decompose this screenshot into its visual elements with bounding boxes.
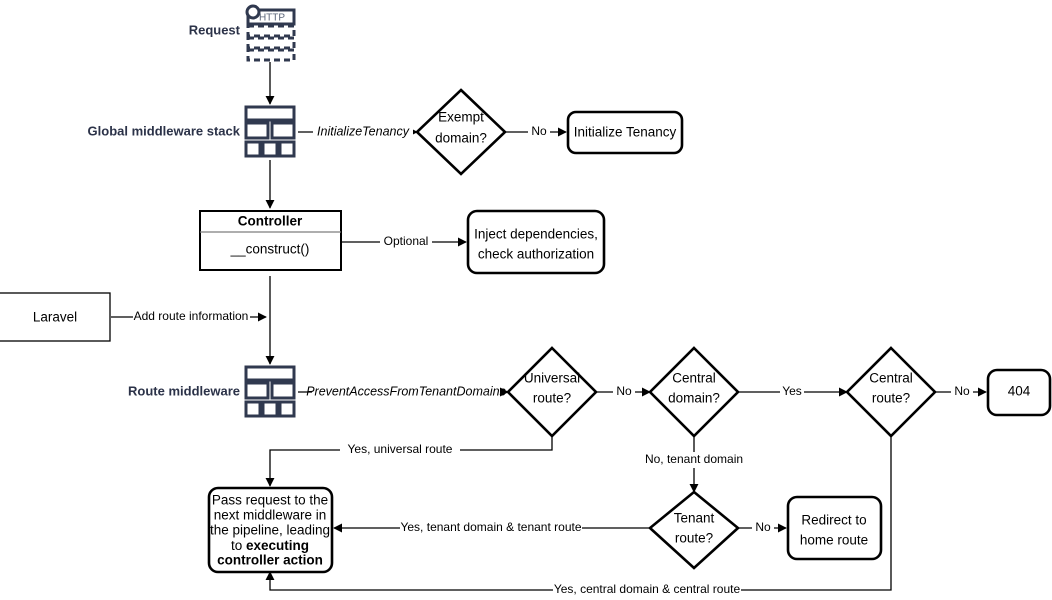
lane-label-request: Request [189, 22, 241, 37]
node-pass-request[interactable]: Pass request to the next middleware in t… [207, 486, 334, 574]
node-pass-request-line1: Pass request to the [212, 493, 328, 508]
node-central-domain-line2: domain? [668, 391, 720, 406]
http-request-icon: HTTP [245, 4, 296, 62]
node-inject-dependencies-line2: check authorization [478, 247, 594, 262]
node-central-route[interactable]: Central route? [845, 346, 937, 438]
node-inject-dependencies[interactable]: Inject dependencies, check authorization [466, 209, 606, 275]
edge-label-initialize-tenancy-mw: InitializeTenancy [317, 124, 410, 138]
node-tenant-route-line1: Tenant [674, 511, 715, 526]
node-central-domain[interactable]: Central domain? [648, 346, 740, 438]
edge-label-central-domain-no-tenant: No, tenant domain [645, 452, 743, 466]
node-central-route-line1: Central [869, 371, 913, 386]
edge-label-laravel-add-route-info: Add route information [134, 309, 249, 323]
node-pass-request-line4: to executing [231, 538, 309, 553]
edge-label-tenant-route-no: No [755, 520, 771, 534]
edge-label-central-domain-yes: Yes [782, 384, 802, 398]
lane-labels: Request Global middleware stack Route mi… [88, 22, 241, 398]
edge-label-central-route-yes: Yes, central domain & central route [554, 582, 741, 596]
middleware-stack-icon-global [244, 105, 296, 158]
node-controller-body: __construct() [230, 242, 310, 257]
node-inject-dependencies-line1: Inject dependencies, [474, 227, 598, 242]
node-pass-request-line2: next middleware in [214, 508, 327, 523]
node-universal-route-line1: Universal [524, 371, 580, 386]
node-controller[interactable]: Controller __construct() [199, 210, 342, 271]
lane-label-route-middleware: Route middleware [128, 383, 240, 398]
node-pass-request-line4-bold: executing [246, 538, 309, 553]
edge-label-universal-route-no: No [616, 384, 632, 398]
middleware-stack-icon-route [244, 365, 296, 418]
node-initialize-tenancy[interactable]: Initialize Tenancy [566, 110, 684, 155]
node-central-route-line2: route? [872, 391, 910, 406]
edge-label-exempt-domain-no: No [531, 124, 547, 138]
node-controller-header: Controller [238, 214, 303, 229]
edge-label-prevent-access-mw: PreventAccessFromTenantDomains [306, 384, 506, 398]
node-exempt-domain-line2: domain? [435, 131, 487, 146]
edge-label-universal-route-yes: Yes, universal route [348, 442, 453, 456]
node-404[interactable]: 404 [986, 368, 1052, 417]
node-initialize-tenancy-label: Initialize Tenancy [574, 125, 677, 140]
node-exempt-domain[interactable]: Exempt domain? [415, 88, 507, 176]
node-pass-request-line4-plain: to [231, 538, 246, 553]
node-tenant-route-line2: route? [675, 531, 713, 546]
node-redirect-home-line2: home route [800, 533, 868, 548]
node-pass-request-line3: the pipeline, leading [210, 523, 330, 538]
node-laravel-label: Laravel [33, 310, 77, 325]
node-universal-route-line2: route? [533, 391, 571, 406]
node-redirect-home[interactable]: Redirect to home route [786, 495, 883, 561]
node-tenant-route[interactable]: Tenant route? [648, 490, 740, 570]
node-exempt-domain-line1: Exempt [438, 110, 484, 125]
node-universal-route[interactable]: Universal route? [506, 346, 598, 438]
edge-label-controller-optional: Optional [384, 234, 429, 248]
node-redirect-home-line1: Redirect to [801, 513, 866, 528]
edge-label-central-route-no: No [954, 384, 970, 398]
node-laravel[interactable]: Laravel [0, 292, 111, 342]
node-central-domain-line1: Central [672, 371, 716, 386]
node-pass-request-line5: controller action [217, 553, 323, 568]
http-icon-caption: HTTP [259, 13, 285, 24]
edge-label-tenant-route-yes: Yes, tenant domain & tenant route [400, 520, 581, 534]
edge-labels: InitializeTenancy No Optional Add route … [133, 124, 973, 598]
lane-label-global-middleware-stack: Global middleware stack [88, 123, 241, 138]
node-404-label: 404 [1008, 384, 1031, 399]
